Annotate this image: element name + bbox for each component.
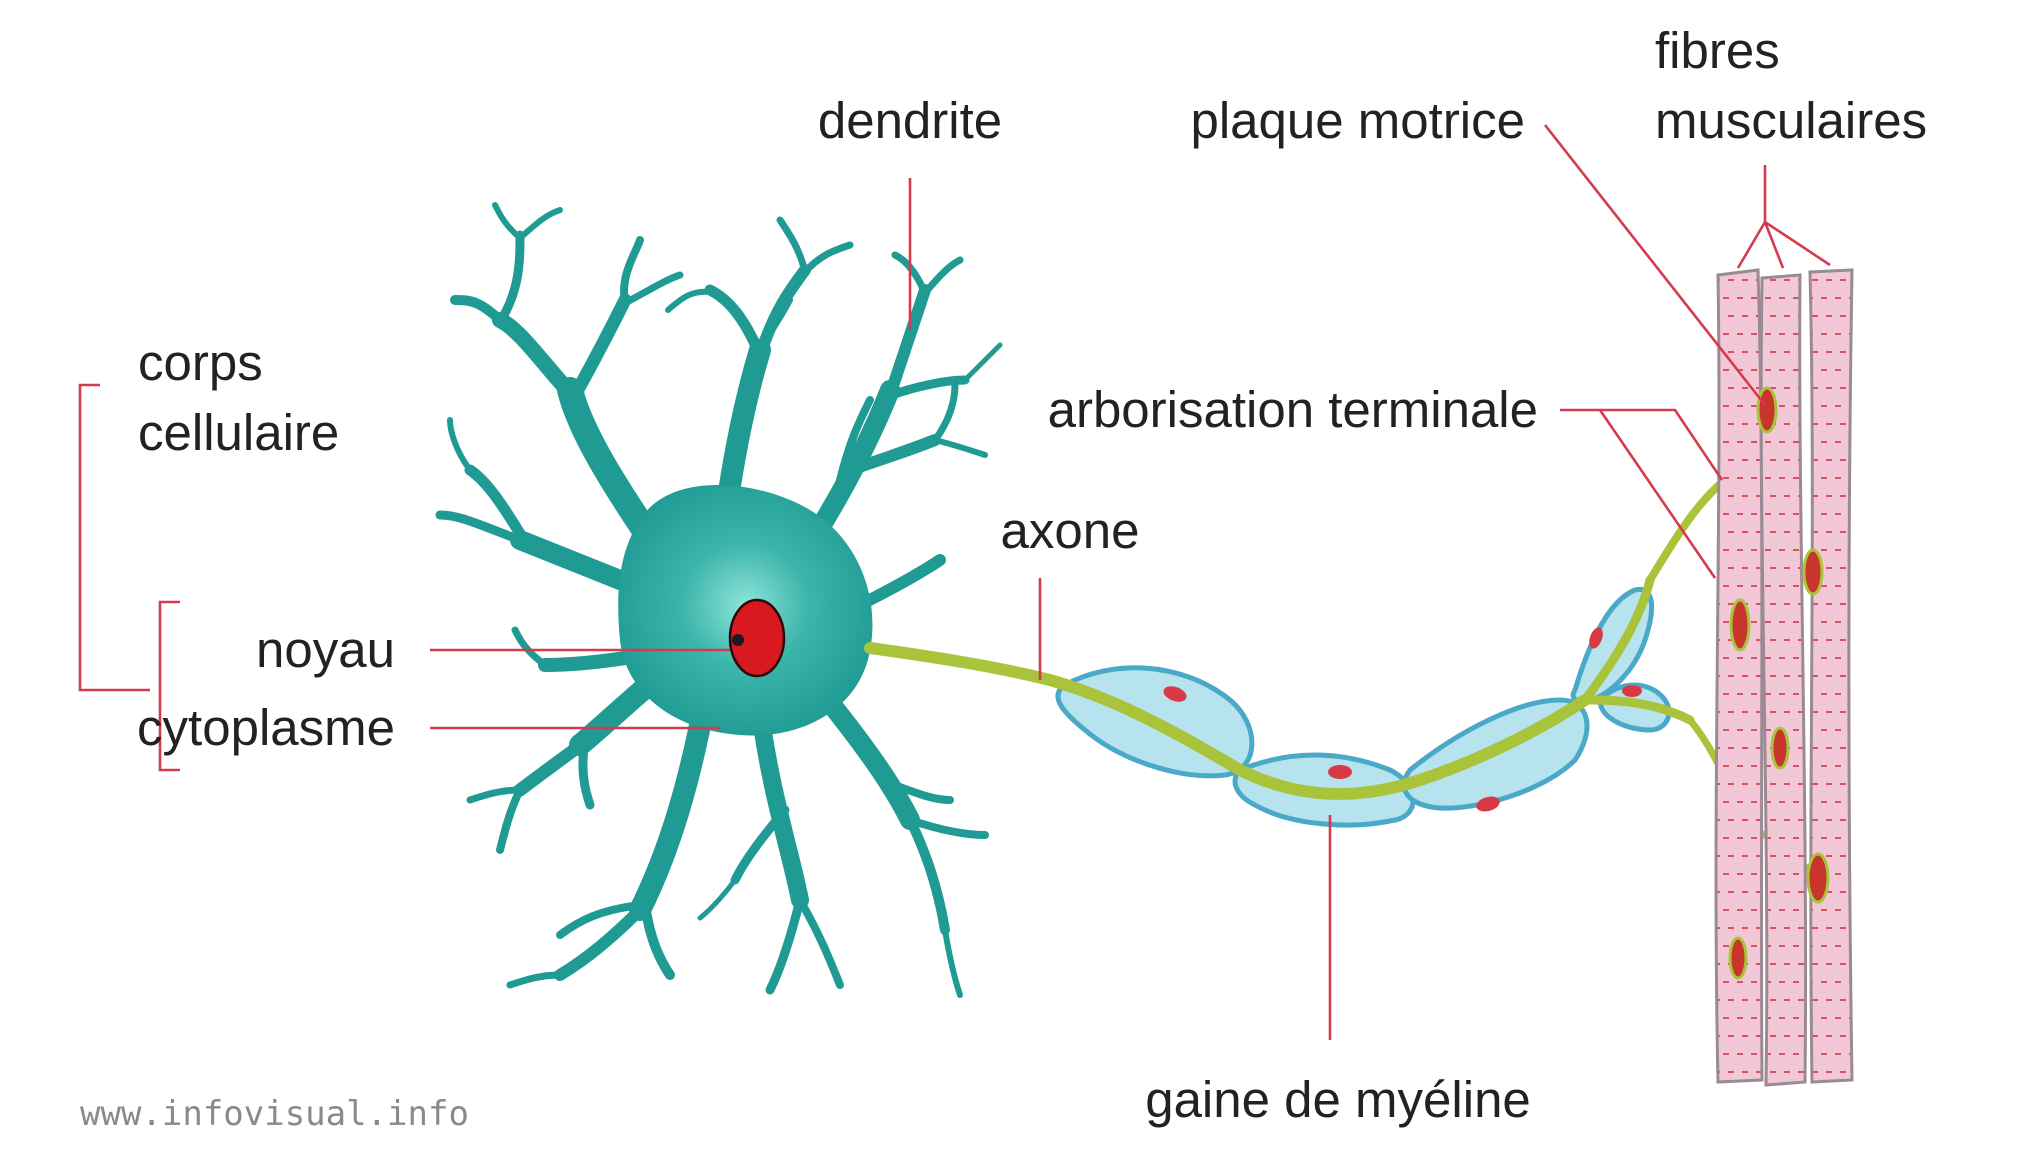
axon: [864, 398, 1813, 962]
label-dendrite: dendrite: [818, 92, 1002, 149]
leader-lines: [78, 124, 1831, 1040]
motor-end-plates: [1728, 386, 1830, 980]
label-corps-line1: corps: [138, 334, 263, 391]
label-axone: axone: [1001, 502, 1140, 559]
muscle-fibres: [1714, 268, 1854, 1087]
schwann-nuclei: [1163, 627, 1642, 812]
label-cytoplasme: cytoplasme: [137, 699, 395, 756]
label-arborisation-terminale: arborisation terminale: [1048, 381, 1538, 438]
label-gaine-de-myeline: gaine de myéline: [1145, 1071, 1531, 1128]
nucleus: [728, 598, 786, 678]
label-noyau: noyau: [256, 621, 395, 678]
label-corps-line2: cellulaire: [138, 404, 339, 461]
label-fibres-line1: fibres: [1655, 22, 1780, 79]
credit-text: www.infovisual.info: [80, 1094, 469, 1134]
labels: corps cellulaire noyau cytoplasme dendri…: [80, 22, 1927, 1134]
label-fibres-line2: musculaires: [1655, 92, 1927, 149]
label-plaque-motrice: plaque motrice: [1190, 92, 1525, 149]
